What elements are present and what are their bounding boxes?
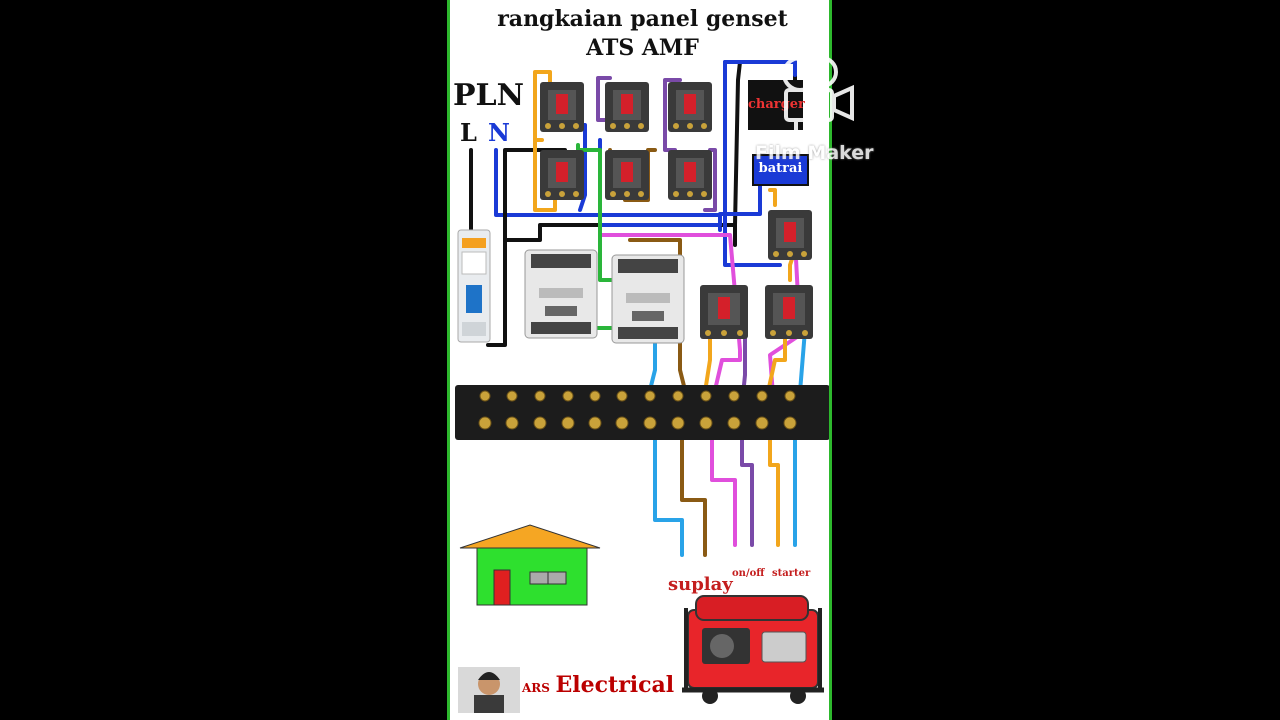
watermark-text: Film Maker: [755, 142, 874, 164]
charger-label: charger: [748, 97, 805, 112]
neutral-label: N: [488, 118, 510, 147]
diagram-panel: rangkaian panel genset ATS AMF PLN L N c…: [447, 0, 832, 720]
relay: [540, 82, 584, 132]
relay: [605, 82, 649, 132]
camera-icon: [782, 56, 854, 134]
relay: [668, 150, 712, 200]
brand-prefix: ARS: [522, 681, 550, 695]
battery-label: batrai: [758, 161, 803, 176]
relay: [768, 210, 812, 260]
avatar: [458, 667, 520, 713]
generator-icon: [682, 595, 824, 704]
house-icon: [459, 524, 601, 606]
supply-label: suplay: [668, 574, 733, 595]
relay: [540, 150, 584, 200]
line-label: L: [460, 118, 477, 147]
battery-box: [752, 154, 809, 186]
wires: [469, 60, 807, 557]
relay: [605, 150, 649, 200]
relay: [668, 82, 712, 132]
relay-group-right: [700, 210, 813, 339]
mcb-breaker: [457, 229, 491, 343]
relay-group-top: [540, 82, 712, 200]
relay: [700, 285, 748, 339]
title-line-1: rangkaian panel genset: [497, 6, 788, 32]
relay: [765, 285, 813, 339]
brand-logo: ARS Electrical: [522, 672, 674, 698]
title-line-2: ATS AMF: [586, 35, 699, 61]
onoff-label: on/off: [732, 568, 765, 579]
brand-name: Electrical: [555, 672, 675, 698]
pln-label: PLN: [453, 78, 525, 113]
contactor: [611, 254, 685, 344]
starter-label: starter: [772, 568, 811, 579]
terminal-block: [455, 385, 829, 440]
contactor: [524, 249, 598, 339]
